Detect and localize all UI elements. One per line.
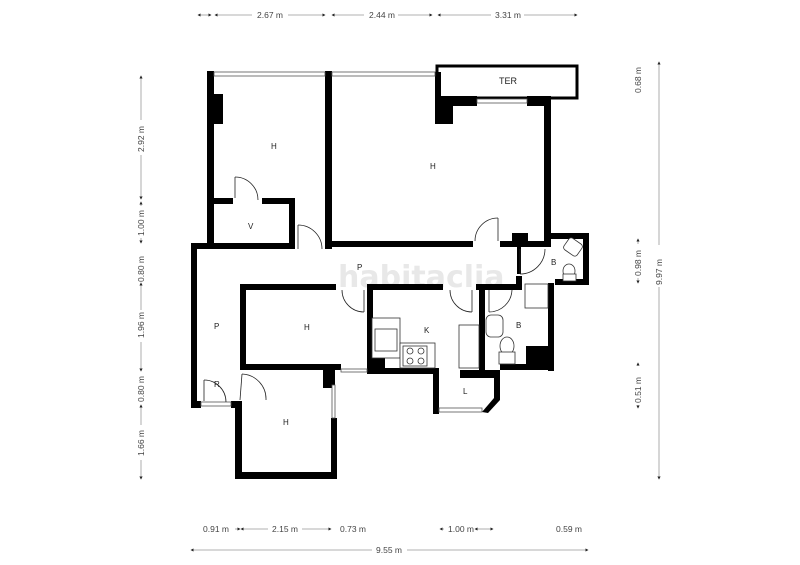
bottom-dimensions: 0.91 m 2.15 m 0.73 m 1.00 m 0.59 m 9.55 … [190,524,589,555]
room-label-laundry: L [463,387,468,396]
dim-top-3: 3.31 m [495,10,521,20]
room-label-bathroom-1: B [516,321,521,330]
room-label-kitchen: K [424,326,430,335]
dim-right-total: 9.97 m [654,259,664,285]
dim-left-4: 1.96 m [136,312,146,338]
room-label-hall: P [214,322,219,331]
room-label-corridor: P [357,263,362,272]
dim-right-3: 0.51 m [633,377,643,403]
left-dimensions: 2.92 m 1.00 m 0.80 m 1.96 m 0.80 m 1.66 … [136,75,146,480]
room-label-entry: R [214,380,220,389]
dim-bottom-1: 0.91 m [203,524,229,534]
dim-bottom-total: 9.55 m [376,545,402,555]
shower-tray-icon [524,283,549,309]
dim-right-2: 0.98 m [633,250,643,276]
windows [200,71,528,419]
sink-icon [374,328,398,352]
dim-left-2: 1.00 m [136,210,146,236]
room-label-bedroom-2: H [430,162,436,171]
walls [191,64,589,479]
room-label-storage: V [248,222,254,231]
dim-top-2: 2.44 m [369,10,395,20]
room-label-bedroom-4: H [283,418,289,427]
room-label-bedroom-3: H [304,323,310,332]
dim-bottom-5: 0.59 m [556,524,582,534]
top-dimensions: 2.67 m 2.44 m 3.31 m [197,10,578,20]
stove-icon [402,345,428,367]
room-label-bathroom-2: B [551,258,556,267]
dim-bottom-2: 2.15 m [272,524,298,534]
dim-left-6: 1.66 m [136,430,146,456]
dim-bottom-4: 1.00 m [448,524,474,534]
dim-top-1: 2.67 m [257,10,283,20]
room-label-bedroom-1: H [271,142,277,151]
room-labels: H H TER V P P R H K B B L H [214,76,556,427]
washbasin-icon [485,314,504,338]
dim-bottom-3: 0.73 m [340,524,366,534]
dim-left-3: 0.80 m [136,256,146,282]
dim-right-1: 0.68 m [633,67,643,93]
laundry-cabinet [458,324,480,369]
top-washbasin-icon [563,237,583,257]
doors [203,176,546,403]
dim-left-1: 2.92 m [136,126,146,152]
fixtures [371,237,583,369]
dim-left-5: 0.80 m [136,376,146,402]
right-dimensions: 0.68 m 0.98 m 0.51 m 9.97 m [633,61,664,480]
room-label-terrace: TER [499,76,518,86]
